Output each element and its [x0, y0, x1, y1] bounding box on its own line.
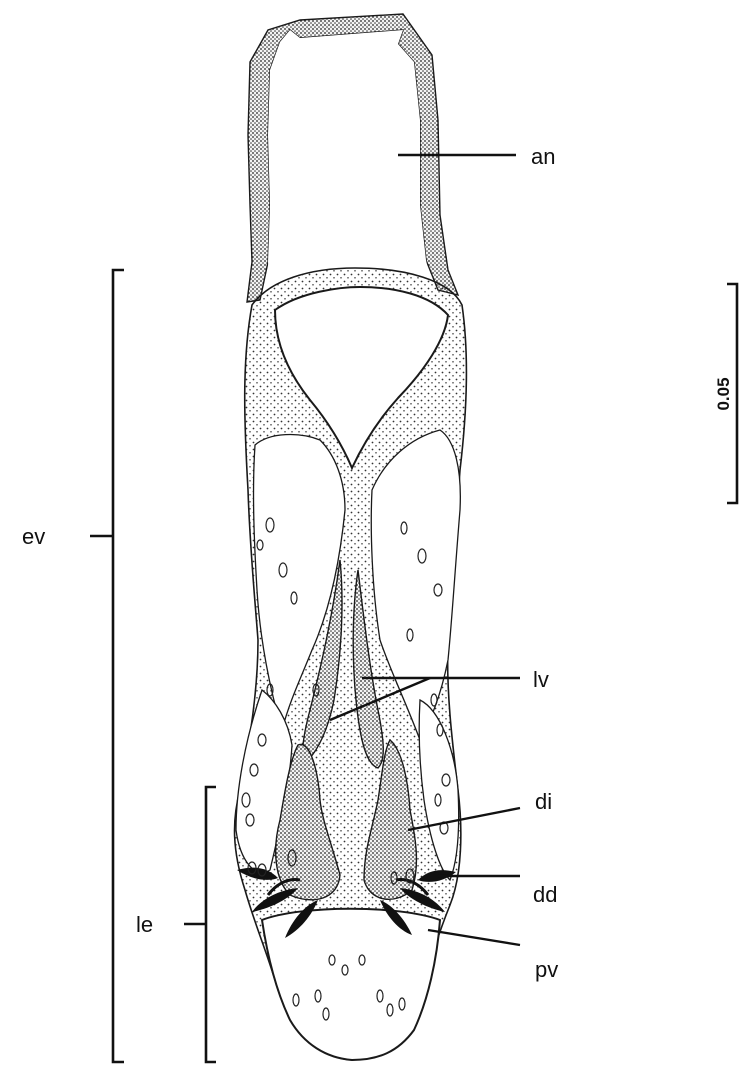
label-pv: pv: [535, 957, 558, 982]
ev-bracket: [90, 270, 124, 1062]
le-bracket: [184, 787, 216, 1062]
anterior-sac: [247, 14, 458, 302]
label-lv: lv: [533, 667, 549, 692]
label-di: di: [535, 789, 552, 814]
haptor-body: [235, 268, 467, 1060]
label-dd: dd: [533, 882, 557, 907]
label-ev: ev: [22, 524, 45, 549]
scale-bar-label: 0.05: [714, 377, 733, 410]
label-le: le: [136, 912, 153, 937]
label-an: an: [531, 144, 555, 169]
leader-pv: [428, 930, 520, 945]
